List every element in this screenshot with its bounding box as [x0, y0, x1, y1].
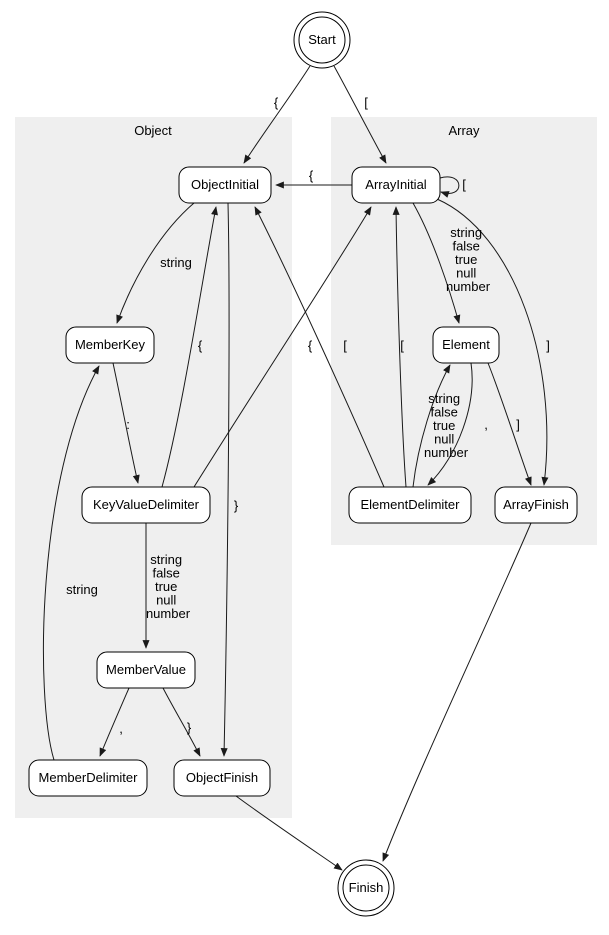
edge-label-keyvaluedelimiter-objectinitial: {: [198, 338, 203, 353]
node-keyvaluedelimiter: KeyValueDelimiter: [81, 486, 211, 524]
edge-keyvaluedelimiter-to-arrayinitial: [193, 206, 372, 488]
node-element: Element: [432, 326, 500, 364]
node-label-memberdelimiter: MemberDelimiter: [39, 770, 139, 785]
node-arrayinitial: ArrayInitial: [351, 166, 441, 204]
node-finish: Finish: [337, 859, 395, 917]
start-outer-circle: [293, 11, 351, 69]
edge-label-arrayinitial-arrayfinish: ]: [546, 338, 550, 353]
node-arrayfinish: ArrayFinish: [494, 486, 578, 524]
edge-label-arrayinitial-objectinitial: {: [309, 168, 314, 183]
arrayinitial-box: [351, 166, 441, 204]
edge-elementdelimiter-to-element: [412, 364, 451, 488]
edge-label-element-elementdelimiter: ,: [484, 417, 488, 432]
node-label-elementdelimiter: ElementDelimiter: [361, 497, 461, 512]
edge-objectinitial-to-objectfinish: [220, 202, 230, 757]
node-label-objectfinish: ObjectFinish: [186, 770, 258, 785]
edge-label-membervalue-memberdelimiter: ,: [119, 721, 123, 736]
edge-label-start-objectinitial: {: [274, 95, 279, 110]
edge-arrayinitial-to-element: [412, 202, 461, 324]
edge-label-arrayinitial-element: string false true null number: [446, 225, 491, 294]
cluster-object-background: [15, 117, 292, 818]
cluster-array-label: Array: [448, 123, 480, 138]
edge-arrayfinish-to-finish: [382, 522, 532, 862]
element-box: [432, 326, 500, 364]
edge-label-objectinitial-memberkey: string: [160, 255, 192, 270]
edge-elementdelimiter-to-arrayinitial: [392, 206, 407, 488]
node-start: Start: [293, 11, 351, 69]
edge-label-memberkey-keyvaluedelimiter: :: [126, 417, 130, 432]
edge-labels: { [ { [ string : string false true null …: [66, 95, 550, 736]
edge-label-membervalue-objectfinish: }: [187, 720, 192, 735]
edge-objectfinish-to-finish: [235, 795, 343, 871]
node-objectinitial: ObjectInitial: [178, 166, 272, 204]
edge-element-to-arrayfinish: [487, 362, 532, 486]
membervalue-box: [96, 651, 196, 689]
keyvaluedelimiter-box: [81, 486, 211, 524]
node-label-keyvaluedelimiter: KeyValueDelimiter: [93, 497, 200, 512]
node-memberkey: MemberKey: [65, 326, 155, 364]
node-label-membervalue: MemberValue: [106, 662, 186, 677]
start-inner-circle: [298, 16, 346, 64]
edge-keyvaluedelimiter-to-objectinitial: [161, 206, 218, 488]
arrayfinish-box: [494, 486, 578, 524]
finish-outer-circle: [337, 859, 395, 917]
edge-label-elementdelimiter-objectinitial: {: [308, 338, 313, 353]
edge-membervalue-to-objectfinish: [162, 687, 201, 757]
edge-element-to-elementdelimiter: [427, 362, 473, 486]
edge-memberkey-to-keyvaluedelimiter: [112, 362, 140, 484]
memberdelimiter-box: [28, 759, 148, 797]
edge-elementdelimiter-to-objectinitial: [254, 206, 385, 488]
nodes: Start ObjectInitial ArrayInitial MemberK…: [28, 11, 578, 917]
memberkey-box: [65, 326, 155, 364]
finish-inner-circle: [342, 864, 390, 912]
node-label-finish: Finish: [349, 880, 384, 895]
node-label-arrayfinish: ArrayFinish: [503, 497, 569, 512]
edges: [42, 65, 549, 871]
edge-arrayinitial-self-loop: [439, 176, 460, 198]
node-membervalue: MemberValue: [96, 651, 196, 689]
edge-label-start-arrayinitial: [: [364, 95, 368, 110]
edge-start-to-objectinitial: [243, 65, 311, 164]
node-elementdelimiter: ElementDelimiter: [348, 486, 472, 524]
node-label-memberkey: MemberKey: [75, 337, 146, 352]
edge-arrayinitial-to-arrayfinish: [436, 198, 549, 486]
edge-label-keyvaluedelimiter-arrayinitial: [: [343, 338, 347, 353]
objectinitial-box: [178, 166, 272, 204]
node-memberdelimiter: MemberDelimiter: [28, 759, 148, 797]
node-label-element: Element: [442, 337, 490, 352]
edge-label-memberdelimiter-memberkey: string: [66, 582, 98, 597]
edge-memberdelimiter-to-memberkey: [42, 365, 100, 761]
edge-label-arrayinitial-self: [: [462, 177, 466, 192]
edge-objectinitial-to-memberkey: [116, 202, 195, 324]
node-objectfinish: ObjectFinish: [173, 759, 271, 797]
node-label-objectinitial: ObjectInitial: [191, 177, 259, 192]
edge-start-to-arrayinitial: [333, 65, 387, 164]
edge-label-element-arrayfinish: ]: [516, 417, 520, 432]
node-label-arrayinitial: ArrayInitial: [365, 177, 427, 192]
node-label-start: Start: [308, 32, 336, 47]
elementdelimiter-box: [348, 486, 472, 524]
edge-membervalue-to-memberdelimiter: [99, 687, 130, 757]
edge-label-keyvaluedelimiter-membervalue: string false true null number: [146, 552, 191, 621]
cluster-object-label: Object: [134, 123, 172, 138]
edge-label-elementdelimiter-element: string false true null number: [424, 391, 469, 460]
cluster-object: Object: [15, 117, 292, 818]
objectfinish-box: [173, 759, 271, 797]
edge-label-elementdelimiter-arrayinitial: [: [400, 338, 404, 353]
edge-label-objectinitial-objectfinish: }: [234, 498, 239, 513]
